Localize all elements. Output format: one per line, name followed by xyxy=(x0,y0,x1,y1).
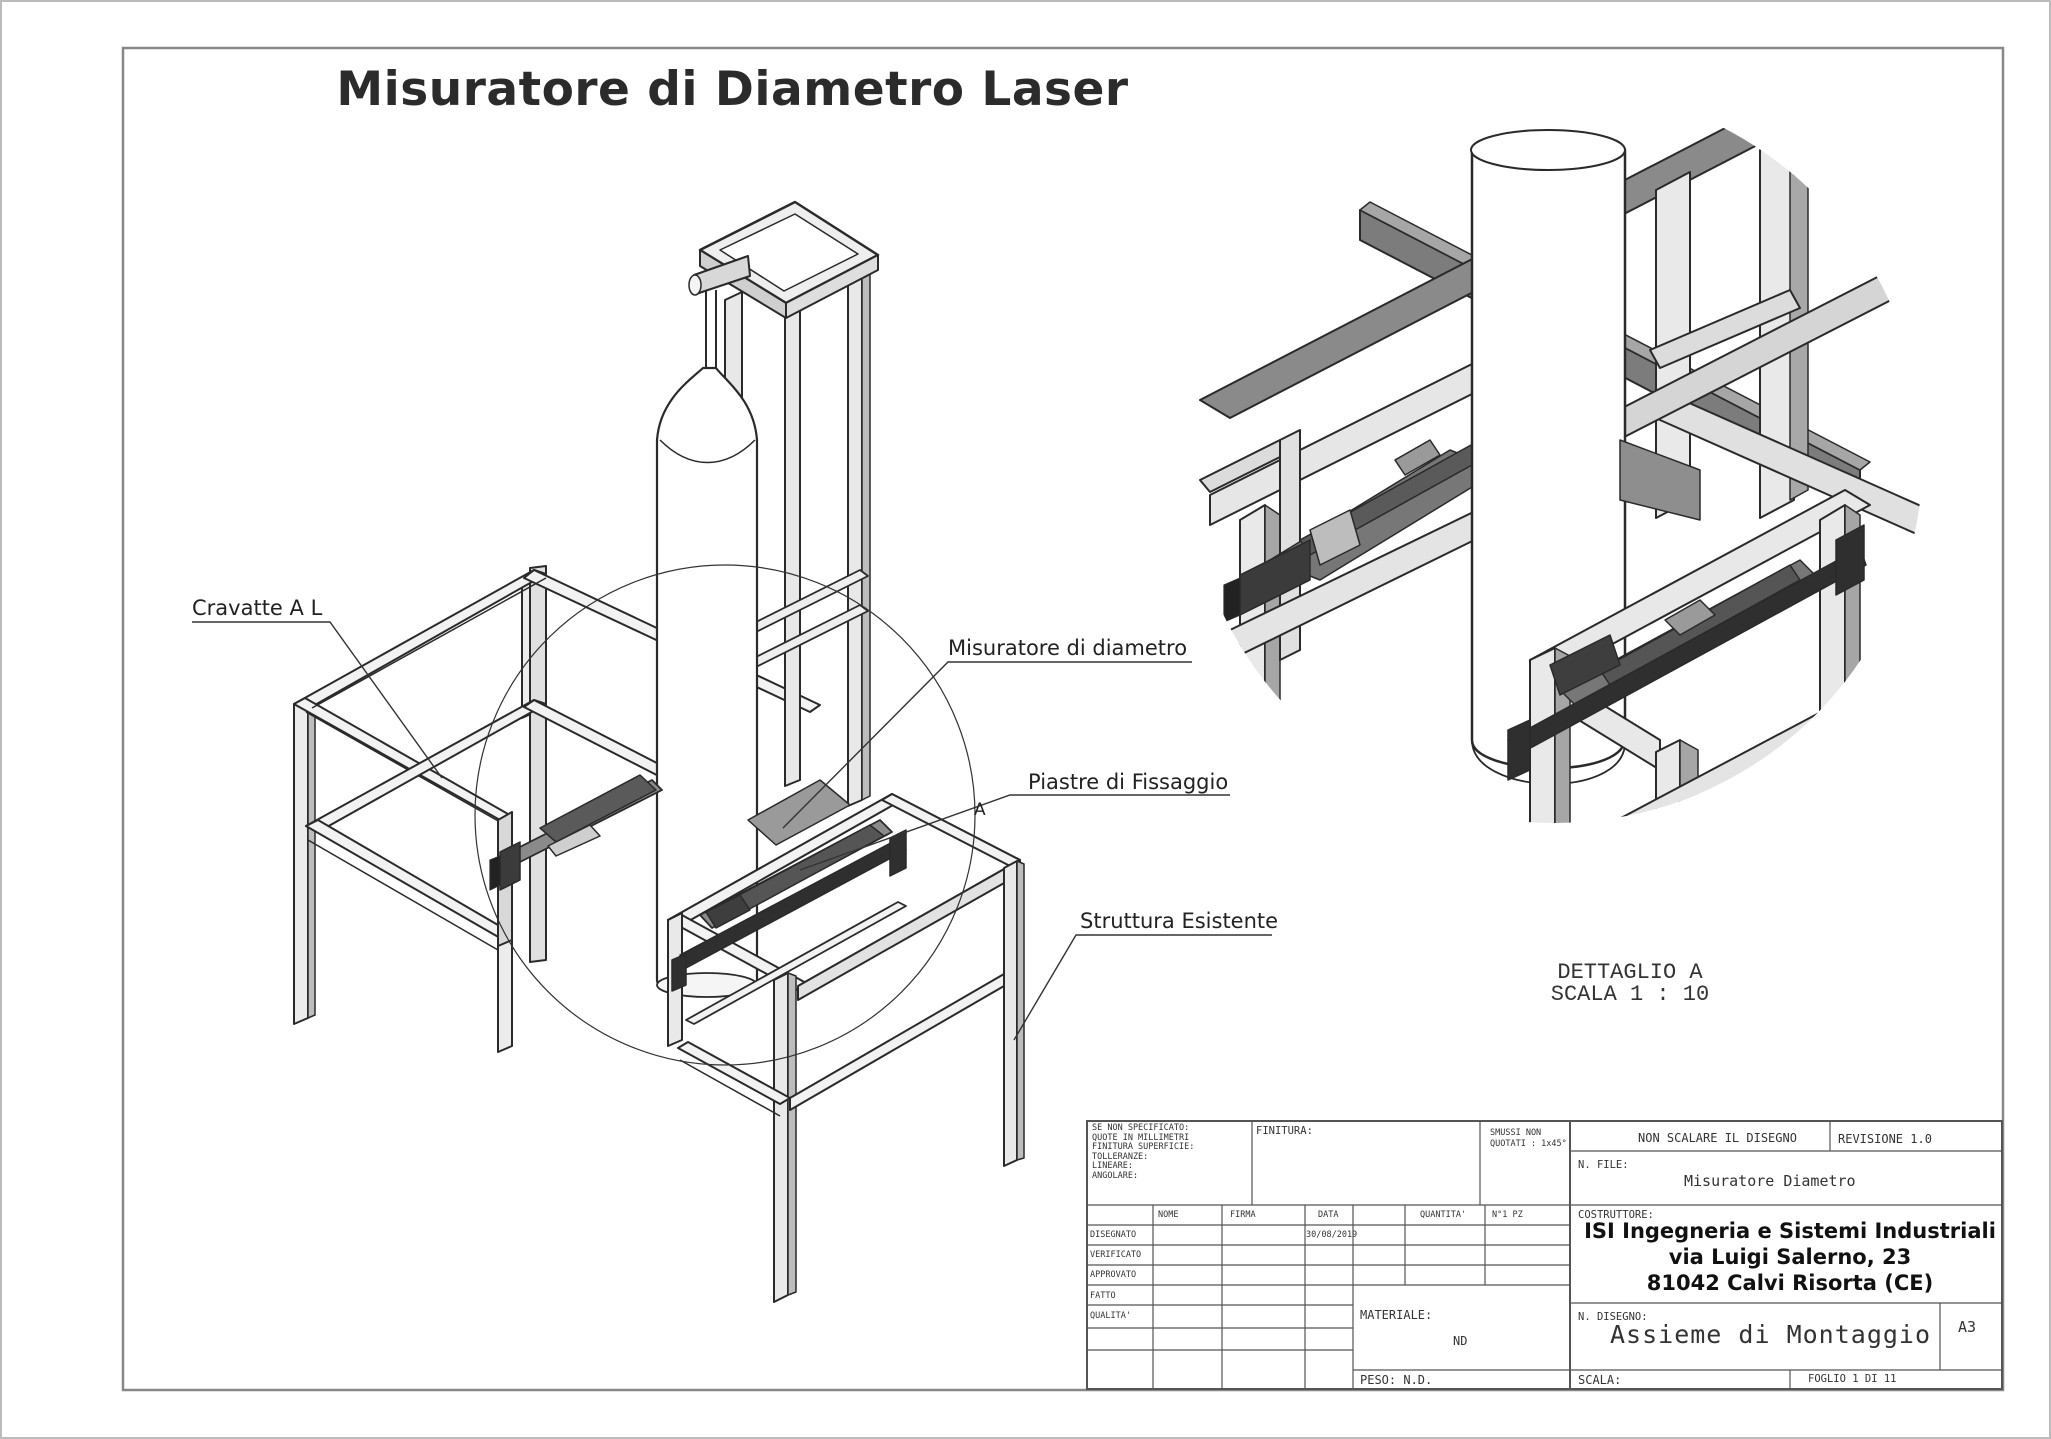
smussi-line2: QUOTATI : 1x45° xyxy=(1490,1139,1567,1149)
costruttore-label: COSTRUTTORE: xyxy=(1578,1209,1654,1221)
smussi-note: SMUSSI NON QUOTATI : 1x45° xyxy=(1490,1128,1567,1150)
row-qualita: QUALITA' xyxy=(1090,1311,1131,1321)
callout-piastre: Piastre di Fissaggio xyxy=(1028,770,1229,794)
laser-unit-rear xyxy=(489,774,663,891)
row-approvato: APPROVATO xyxy=(1090,1270,1137,1280)
detail-marker-a: A xyxy=(974,800,986,820)
smussi-line1: SMUSSI NON xyxy=(1490,1128,1542,1138)
spec-line: FINITURA SUPERFICIE: xyxy=(1092,1142,1195,1152)
spec-line: QUOTE IN MILLIMETRI xyxy=(1092,1132,1190,1143)
sheet-format: A3 xyxy=(1958,1318,1977,1336)
col-firma: FIRMA xyxy=(1230,1210,1256,1220)
laser-unit-front xyxy=(671,819,907,992)
non-scalare-note: NON SCALARE IL DISEGNO xyxy=(1638,1131,1797,1145)
spec-line: ANGOLARE: xyxy=(1092,1170,1139,1181)
n-disegno-label: N. DISEGNO: xyxy=(1578,1311,1648,1323)
company-city: 81042 Calvi Risorta (CE) xyxy=(1646,1271,1934,1295)
n-disegno-value: Assieme di Montaggio xyxy=(1610,1320,1932,1349)
detail-view-a xyxy=(1199,109,1923,823)
company-name: ISI Ingegneria e Sistemi Industriali xyxy=(1584,1219,1996,1243)
n-file-value: Misuratore Diametro xyxy=(1684,1172,1856,1190)
row-disegnato-date: 30/08/2019 xyxy=(1306,1230,1358,1240)
revisione: REVISIONE 1.0 xyxy=(1838,1132,1932,1146)
materiale-label: MATERIALE: xyxy=(1360,1308,1433,1322)
finitura-label: FINITURA: xyxy=(1256,1125,1313,1137)
col-data: DATA xyxy=(1318,1210,1339,1220)
spec-line: SE NON SPECIFICATO: xyxy=(1092,1123,1190,1133)
company-address: ISI Ingegneria e Sistemi Industriali via… xyxy=(1580,1218,2000,1296)
main-assembly-view xyxy=(293,200,1025,1303)
row-verificato: VERIFICATO xyxy=(1090,1250,1142,1260)
col-nome: NOME xyxy=(1158,1210,1179,1220)
spec-line: LINEARE: xyxy=(1092,1161,1133,1171)
row-disegnato: DISEGNATO xyxy=(1090,1230,1137,1240)
callout-struttura: Struttura Esistente xyxy=(1080,909,1279,933)
drawing-title: Misuratore di Diametro Laser xyxy=(336,62,1129,117)
detail-circle-a xyxy=(474,564,976,1066)
right-frame xyxy=(667,793,1025,1303)
col-quantita: QUANTITA' xyxy=(1420,1210,1467,1220)
row-fatto: FATTO xyxy=(1090,1291,1116,1301)
foglio: FOGLIO 1 DI 11 xyxy=(1808,1373,1897,1385)
title-block-grid xyxy=(1086,1120,2003,1390)
callout-cravatte: Cravatte A L xyxy=(192,596,323,620)
callout-misuratore: Misuratore di diametro xyxy=(948,636,1188,660)
leader-lines xyxy=(192,621,1272,1041)
detail-caption-line1: DETTAGLIO A xyxy=(1557,960,1703,985)
spec-notes: SE NON SPECIFICATO: QUOTE IN MILLIMETRI … xyxy=(1092,1123,1195,1181)
company-street: via Luigi Salerno, 23 xyxy=(1668,1245,1912,1269)
scala-label: SCALA: xyxy=(1578,1373,1622,1387)
spec-line: TOLLERANZE: xyxy=(1092,1151,1149,1162)
col-npz: N°1 PZ xyxy=(1492,1210,1523,1220)
detail-caption: DETTAGLIO A SCALA 1 : 10 xyxy=(1500,962,1760,1006)
materiale-value: ND xyxy=(1453,1334,1468,1348)
drawing-frame xyxy=(121,46,2005,1392)
n-file-label: N. FILE: xyxy=(1578,1159,1629,1171)
peso: PESO: N.D. xyxy=(1360,1373,1433,1387)
detail-caption-line2: SCALA 1 : 10 xyxy=(1550,982,1710,1007)
